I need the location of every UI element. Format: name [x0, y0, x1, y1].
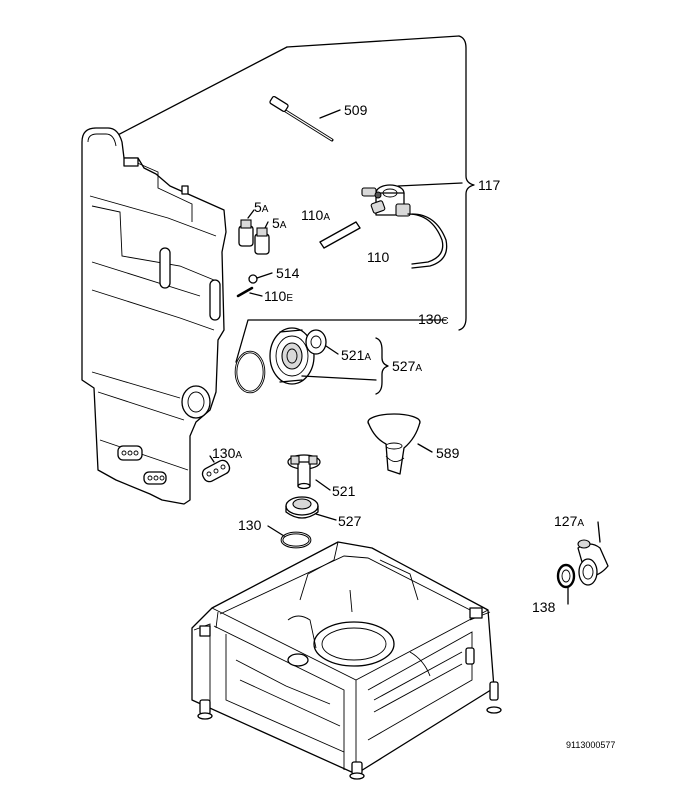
part-5a-drawing — [238, 209, 270, 255]
part-589-drawing — [367, 413, 433, 475]
part-527-drawing — [285, 496, 337, 521]
label-521: 521 — [332, 483, 356, 499]
part-527a-drawing — [269, 327, 389, 395]
valve-117-drawing — [319, 182, 463, 269]
label-589: 589 — [436, 445, 460, 461]
label-117: 117 — [478, 177, 501, 193]
label-110a: 110A — [301, 207, 330, 223]
label-509: 509 — [344, 102, 368, 118]
part-138-drawing — [556, 563, 576, 605]
label-110: 110 — [367, 249, 390, 265]
label-527: 527 — [338, 513, 362, 529]
side-panel — [81, 127, 227, 505]
group-117-bracket — [111, 35, 475, 331]
part-127a-drawing — [577, 521, 609, 586]
diagram-code: 9113000577 — [566, 740, 615, 750]
base-frame-drawing — [191, 541, 502, 780]
part-509-drawing — [269, 95, 341, 142]
label-130c: 130C — [418, 311, 449, 327]
label-110e: 110E — [264, 288, 293, 304]
label-521a: 521A — [341, 347, 371, 363]
part-130c-drawing — [234, 319, 447, 394]
part-130-drawing — [267, 525, 312, 549]
label-130: 130 — [238, 517, 262, 533]
label-5a-bottom: 5A — [272, 215, 287, 231]
label-130a: 130A — [212, 445, 242, 461]
label-127a: 127A — [554, 513, 584, 529]
part-130a-drawing — [201, 455, 231, 483]
label-514: 514 — [276, 265, 300, 281]
part-514-drawing — [236, 272, 273, 298]
label-527a: 527A — [392, 358, 422, 374]
label-138: 138 — [532, 599, 556, 615]
label-5a-top: 5A — [254, 199, 269, 215]
part-labels: 509 117 5A 5A 110A 110 514 110E 130C 521… — [212, 102, 615, 750]
part-521-drawing — [287, 454, 331, 491]
